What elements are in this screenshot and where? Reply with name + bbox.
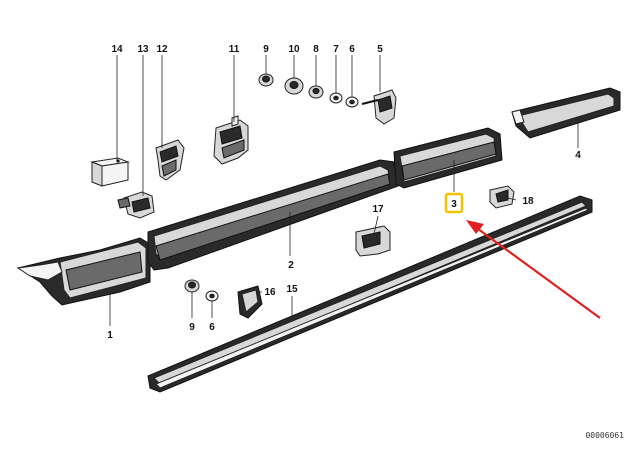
part-2-side-trim [147, 159, 399, 271]
label-9-top: 9 [263, 44, 269, 55]
red-pointer-arrow [466, 220, 601, 319]
part-9-nut-top [258, 73, 274, 87]
label-9-bottom: 9 [189, 322, 195, 333]
label-13: 13 [137, 44, 149, 55]
part-16-cap [237, 285, 263, 319]
part-7-washer [329, 92, 343, 104]
label-14: 14 [111, 44, 123, 55]
label-11: 11 [229, 44, 240, 55]
part-9-nut-bottom [184, 279, 200, 293]
part-12-bracket [155, 139, 185, 181]
label-5: 5 [377, 44, 383, 55]
label-3: 3 [451, 199, 457, 210]
label-2: 2 [288, 260, 294, 271]
callout-labels: 14 13 12 11 9 10 8 7 6 5 4 3 18 17 2 16 … [107, 44, 581, 341]
part-1-front-trim [16, 237, 151, 306]
part-3-rear-trim [393, 127, 503, 189]
part-6-washer-top [345, 96, 359, 108]
label-12: 12 [156, 44, 168, 55]
part-11-clip [213, 115, 249, 165]
highlight-box [444, 192, 464, 214]
part-4-end-trim [511, 87, 621, 139]
label-7: 7 [333, 44, 339, 55]
part-13-clip [117, 191, 155, 219]
part-15-long-strip [147, 195, 593, 393]
part-10-grommet [284, 77, 304, 95]
part-18-clip [489, 185, 515, 209]
leader-lines [109, 55, 579, 326]
drawing-code: 00006061 [585, 431, 624, 440]
label-16: 16 [264, 287, 276, 298]
part-17-clip [355, 225, 391, 257]
part-5-stud [361, 89, 397, 125]
label-8: 8 [313, 44, 319, 55]
part-8-nut [308, 85, 324, 99]
label-17: 17 [372, 204, 384, 215]
label-18: 18 [522, 196, 534, 207]
label-6-top: 6 [349, 44, 355, 55]
part-14-block [90, 157, 130, 187]
label-6-bottom: 6 [209, 322, 215, 333]
label-1: 1 [107, 330, 113, 341]
label-4: 4 [575, 150, 581, 161]
part-6-washer-bottom [205, 290, 219, 302]
label-10: 10 [288, 44, 300, 55]
label-15: 15 [286, 284, 298, 295]
